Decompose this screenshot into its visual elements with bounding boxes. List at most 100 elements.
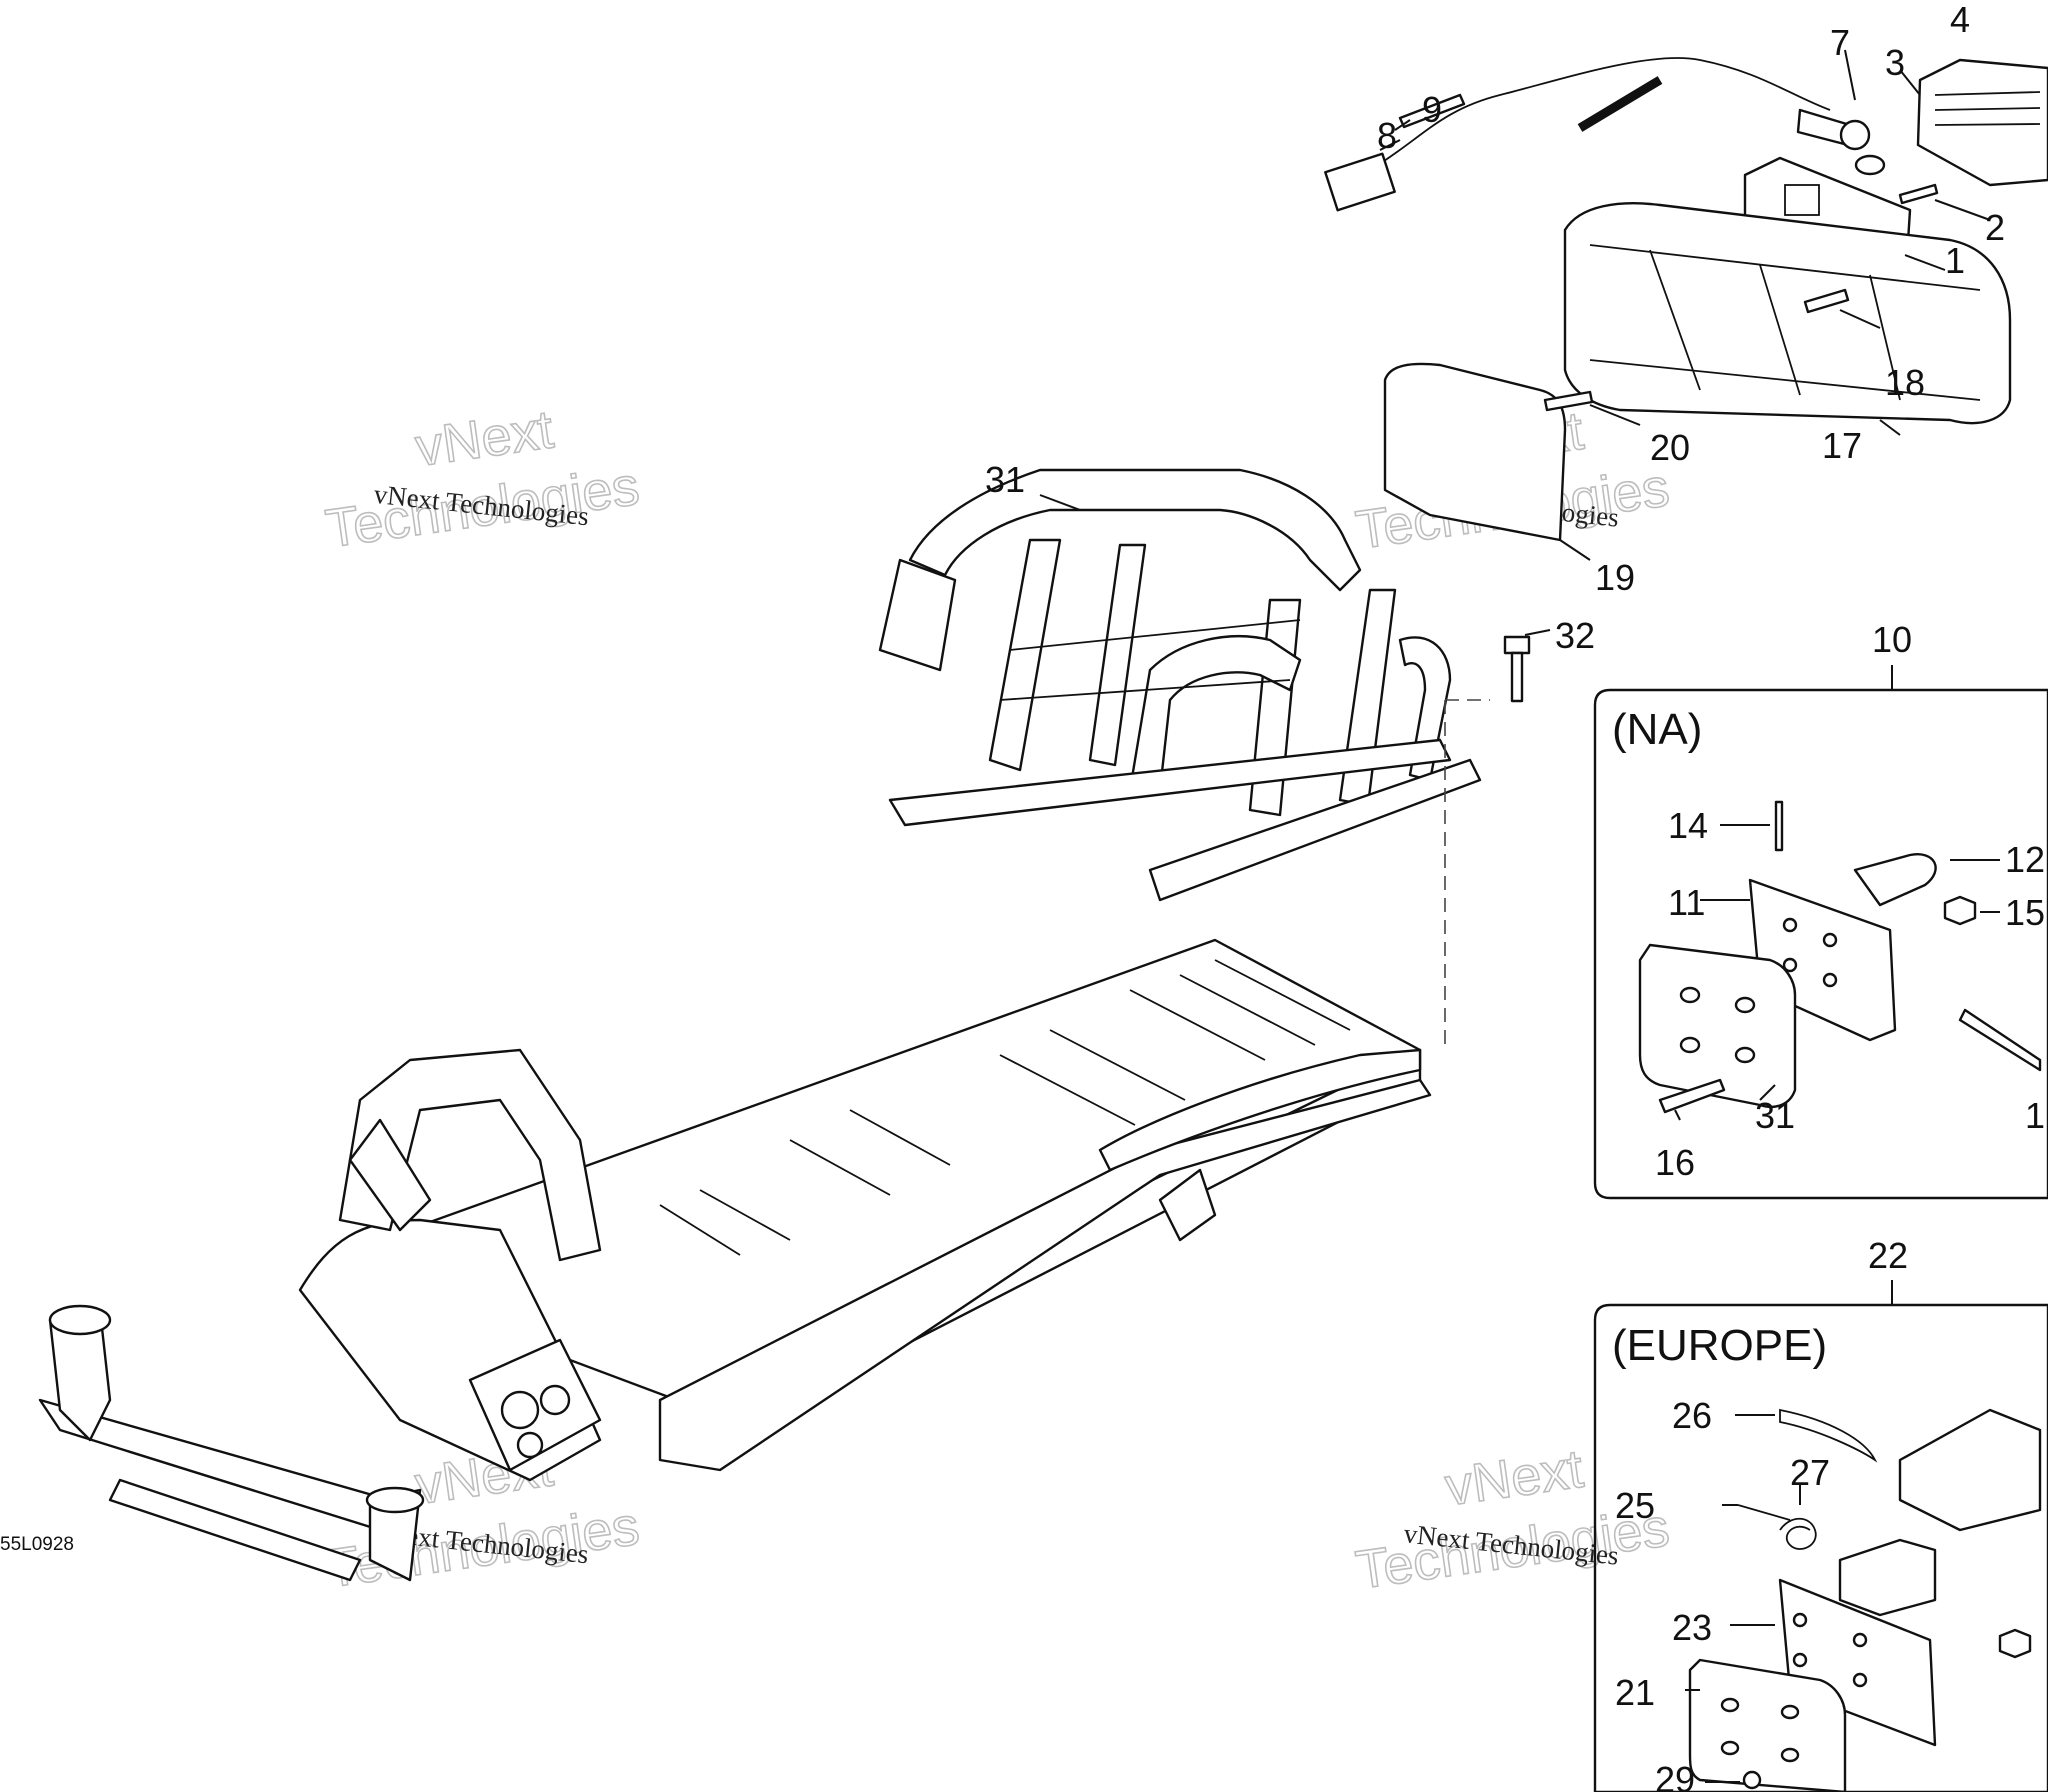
leader-lines	[1039, 49, 1991, 636]
callout-7: 7	[1830, 22, 1850, 63]
socket-ring	[1839, 119, 1871, 151]
rack-upright-2	[1088, 543, 1147, 767]
pad-hole	[1679, 1036, 1701, 1054]
pad-21	[1688, 1658, 1847, 1792]
drawing-code: 55L0928	[0, 1534, 74, 1555]
bolt-32	[1503, 635, 1531, 703]
connector-8	[1324, 152, 1396, 212]
lower-crossbar	[108, 1478, 362, 1582]
box-na-header: 10	[1872, 619, 1912, 660]
callout-19: 19	[1595, 557, 1635, 598]
callout-29: 29	[1655, 1759, 1695, 1792]
rear-bracket	[1158, 1168, 1217, 1242]
steering-hoop	[338, 1048, 602, 1262]
bolt-32-shank	[1510, 651, 1524, 703]
wire-harness	[1369, 57, 1831, 171]
frame-tunnel	[38, 938, 1432, 1582]
box-na-region: (NA)	[1612, 705, 1702, 754]
plate-hole	[1852, 1632, 1868, 1648]
callout-2: 2	[1985, 207, 2005, 248]
rack-upright-1	[988, 538, 1062, 772]
callout-12: 12	[2005, 839, 2045, 880]
plate-hole	[1792, 1652, 1808, 1668]
callout-25: 25	[1615, 1485, 1655, 1526]
callout-27: 27	[1790, 1452, 1830, 1493]
main-callouts: 1 2 3 4 7 8 9 17 18 19 20 31 32	[985, 0, 2005, 656]
wire-sleeve	[1577, 76, 1663, 132]
callout-21: 21	[1615, 1672, 1655, 1713]
callout-8: 8	[1377, 115, 1397, 156]
nut-15	[1943, 895, 1977, 926]
callout-20: 20	[1650, 427, 1690, 468]
bulb-3	[1854, 154, 1886, 176]
callout-17: 17	[1822, 425, 1862, 466]
rack-crossbars	[999, 619, 1301, 701]
pad-hole	[1734, 996, 1756, 1014]
callout-13-partial: 1	[2025, 1095, 2045, 1136]
callout-18: 18	[1885, 362, 1925, 403]
callout-23: 23	[1672, 1607, 1712, 1648]
bolt-16	[1658, 1078, 1726, 1114]
plate-hole	[1852, 1672, 1868, 1688]
svg-text:vNext: vNext	[412, 399, 557, 478]
right-spindle-top	[365, 1486, 425, 1514]
watermark-top-left: vNext Technologies vNext Technologies	[321, 399, 643, 560]
box-europe-region: (EUROPE)	[1612, 1321, 1827, 1370]
plate-hole	[1822, 932, 1838, 948]
base-17	[1563, 202, 2012, 425]
callout-3: 3	[1885, 42, 1905, 83]
plate-hole	[1822, 972, 1838, 988]
plate-hole-2	[539, 1384, 571, 1416]
hitch-mount	[1838, 1538, 1937, 1617]
nut-28	[1998, 1628, 2032, 1659]
bolt-32-head	[1503, 635, 1531, 655]
assembly-guide-line	[1444, 699, 1490, 1050]
hitch-12	[1853, 853, 1937, 907]
pad-hole	[1780, 1704, 1800, 1720]
callout-32: 32	[1555, 615, 1595, 656]
pin-14	[1774, 800, 1784, 852]
callout-31b: 31	[1755, 1095, 1795, 1136]
rack-lower-rail-2	[1148, 758, 1482, 902]
clip-26	[1779, 1408, 1878, 1463]
spring-27	[1779, 1517, 1817, 1550]
hitch-bracket	[1898, 1408, 2042, 1532]
plate-23	[1778, 1578, 1937, 1747]
left-spindle-top	[48, 1304, 112, 1336]
lens-4	[1916, 58, 2048, 187]
rear-rail	[1098, 1048, 1422, 1172]
pad-hole	[1780, 1747, 1800, 1763]
plate-hole-3	[516, 1431, 544, 1459]
left-side-panel	[348, 1118, 432, 1232]
callout-11: 11	[1668, 882, 1705, 923]
plate-hole	[1782, 917, 1798, 933]
pad-hole	[1720, 1697, 1740, 1713]
plate-hole	[1792, 1612, 1808, 1628]
pad-hole	[1720, 1740, 1740, 1756]
rack-side-loop	[1128, 635, 1302, 792]
tunnel-slots	[659, 959, 1351, 1256]
inset-box-europe: 22 (EUROPE) 26 27 25 23 21 29	[1593, 1235, 2048, 1792]
screw-2	[1898, 183, 1939, 205]
screw-20	[1543, 390, 1594, 412]
box-europe-header: 22	[1868, 1235, 1908, 1276]
tail-light-assembly	[1324, 57, 2048, 542]
washer-29	[1742, 1770, 1762, 1790]
screw-18	[1803, 288, 1850, 314]
callout-15: 15	[2005, 892, 2045, 933]
rack-top-rail	[908, 468, 1362, 592]
rack-left-post	[878, 558, 957, 672]
plate-hole-1	[500, 1390, 540, 1430]
callout-16: 16	[1655, 1142, 1695, 1183]
callout-31: 31	[985, 459, 1025, 500]
box-europe-frame	[1593, 1303, 2048, 1792]
bolt-13	[1958, 1008, 2042, 1072]
pad-hole	[1734, 1046, 1756, 1064]
lens-ribs	[1934, 91, 2041, 126]
base-ribs	[1589, 244, 1981, 401]
rack-31	[878, 468, 1482, 902]
running-board	[658, 1078, 1432, 1472]
inset-box-na: 10 (NA) 14 12 11 15 31 16 1	[1593, 619, 2048, 1200]
callout-26: 26	[1672, 1395, 1712, 1436]
